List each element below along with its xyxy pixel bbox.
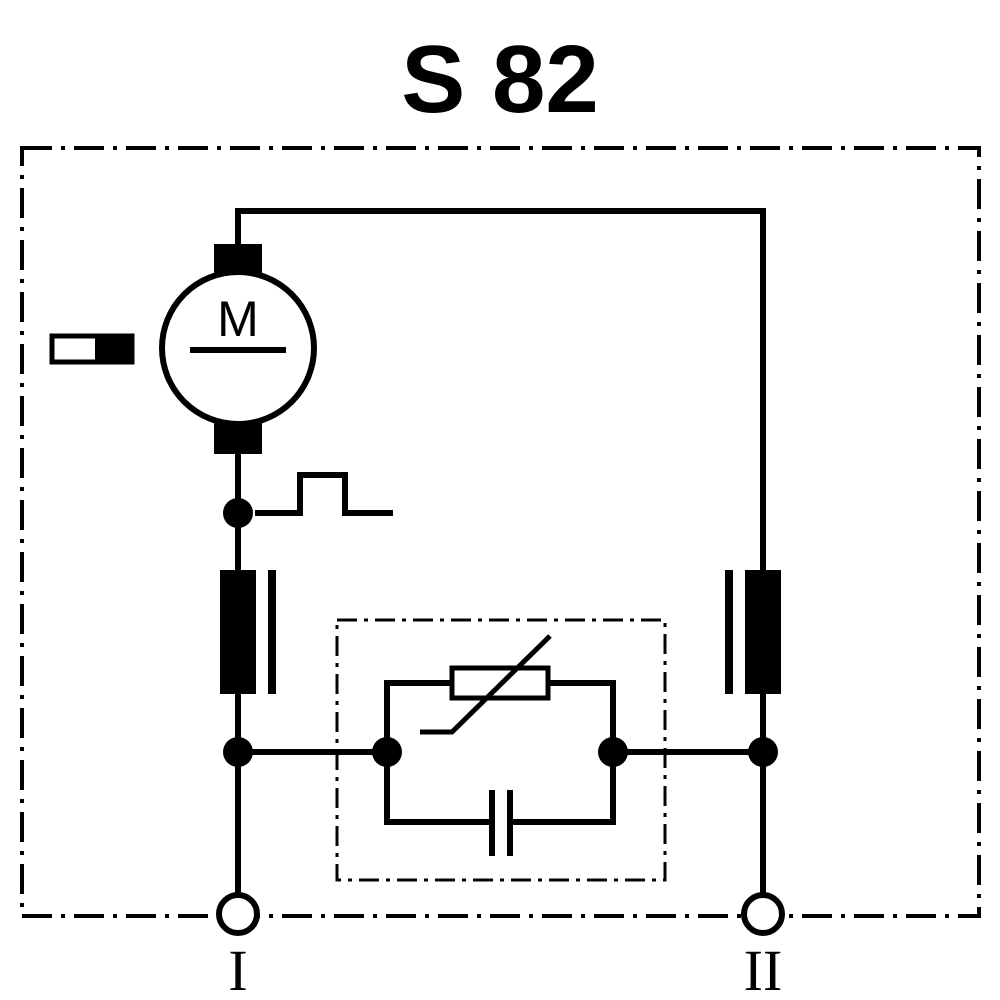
terminal-right: II — [741, 892, 785, 1000]
capacitor — [489, 790, 513, 856]
motor-symbol: M — [159, 244, 317, 454]
choke-left — [220, 570, 276, 694]
junction-dot — [598, 737, 628, 767]
terminal-left: I — [216, 892, 260, 1000]
junction-dot — [372, 737, 402, 767]
varistor-slash — [420, 634, 552, 735]
wiring — [235, 208, 766, 898]
housing-boundary — [20, 146, 981, 918]
choke-right-winding — [745, 570, 781, 694]
choke-left-winding — [220, 570, 256, 694]
motor-label: M — [217, 291, 259, 347]
switch-symbol — [49, 333, 135, 365]
terminal-circle — [216, 892, 260, 936]
choke-right-core — [725, 570, 733, 694]
choke-right — [725, 570, 781, 694]
junction-dot — [223, 498, 253, 528]
diagram-title: S 82 — [401, 26, 598, 133]
terminal-left-label: I — [228, 938, 247, 1000]
terminal-circle — [741, 892, 785, 936]
terminal-right-label: II — [744, 938, 783, 1000]
varistor-body — [449, 665, 551, 701]
junctions — [223, 498, 778, 767]
pulse-signal-icon — [255, 472, 393, 516]
junction-dot — [748, 737, 778, 767]
varistor — [420, 634, 552, 735]
choke-left-core — [268, 570, 276, 694]
junction-dot — [223, 737, 253, 767]
